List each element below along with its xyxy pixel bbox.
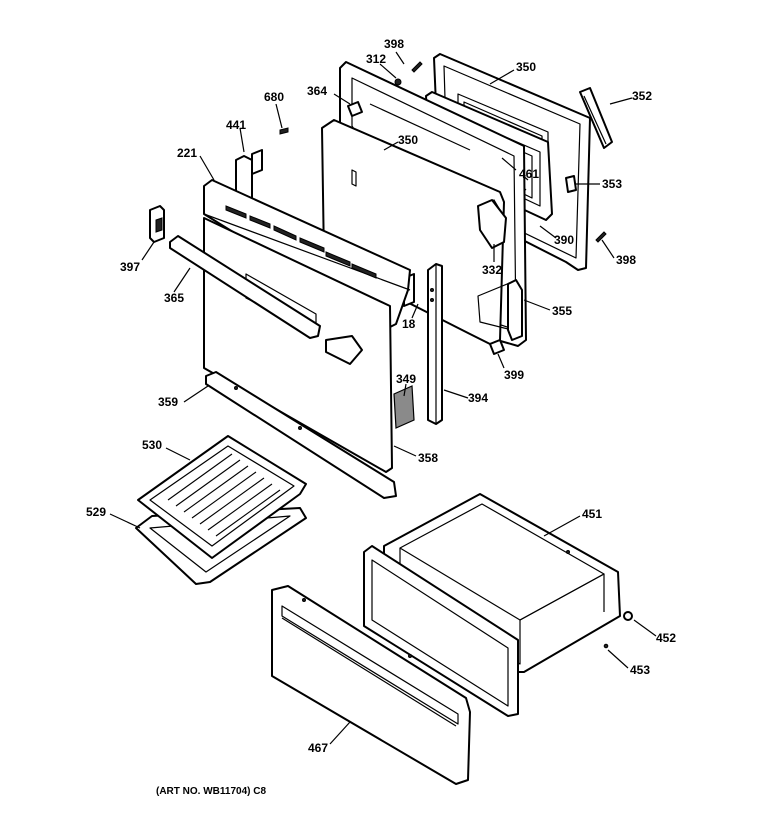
leader-lines xyxy=(109,51,657,745)
callout-312: 312 xyxy=(366,52,386,66)
callout-355: 355 xyxy=(552,304,572,318)
clip-452 xyxy=(623,611,633,621)
callout-364: 364 xyxy=(307,84,327,98)
clip-353 xyxy=(565,175,577,193)
callout-390: 390 xyxy=(554,233,574,247)
callout-350-outer: 350 xyxy=(516,60,536,74)
drawer-side-panel xyxy=(363,545,519,717)
callout-529: 529 xyxy=(86,505,106,519)
callout-221: 221 xyxy=(177,146,197,160)
art-number: (ART NO. WB11704) C8 xyxy=(156,786,266,797)
callout-352: 352 xyxy=(632,89,652,103)
callout-399: 399 xyxy=(504,368,524,382)
vent-slots xyxy=(225,205,377,279)
screw-312 xyxy=(394,78,402,86)
callout-398-right: 398 xyxy=(616,253,636,267)
callout-451: 451 xyxy=(582,507,602,521)
callout-359: 359 xyxy=(158,395,178,409)
callout-461: 461 xyxy=(519,167,539,181)
callout-453: 453 xyxy=(630,663,650,677)
door-handle-365 xyxy=(169,235,321,339)
gasket-352 xyxy=(579,87,613,149)
insulation-349 xyxy=(393,385,415,429)
door-hinge-397 xyxy=(149,205,165,243)
callout-397: 397 xyxy=(120,260,140,274)
broiler-grid-530 xyxy=(137,435,307,559)
clip-364 xyxy=(347,101,363,117)
drawer-front-467 xyxy=(271,585,471,785)
callout-530: 530 xyxy=(142,438,162,452)
callout-332: 332 xyxy=(482,263,502,277)
screw-680 xyxy=(279,127,289,135)
door-bottom-trim-359 xyxy=(205,371,397,499)
callout-467: 467 xyxy=(308,741,328,755)
door-hinge-channel-394 xyxy=(427,263,443,425)
screw-398-right xyxy=(595,231,607,243)
callout-680: 680 xyxy=(264,90,284,104)
hinge-355 xyxy=(507,279,523,341)
clip-399 xyxy=(489,339,505,355)
callout-441: 441 xyxy=(226,118,246,132)
callout-365: 365 xyxy=(164,291,184,305)
callout-18: 18 xyxy=(402,317,416,331)
bracket-332 xyxy=(477,199,507,249)
screw-453 xyxy=(603,643,609,649)
callout-358: 358 xyxy=(418,451,438,465)
grid-slots xyxy=(167,453,281,537)
callout-398-top: 398 xyxy=(384,37,404,51)
callout-394: 394 xyxy=(468,391,488,405)
callout-353: 353 xyxy=(602,177,622,191)
callout-labels: 398 312 350 352 680 364 441 350 221 461 … xyxy=(86,37,676,755)
callout-349: 349 xyxy=(396,372,416,386)
callout-350-inner: 350 xyxy=(398,133,418,147)
callout-452: 452 xyxy=(656,631,676,645)
screw-398-top xyxy=(411,61,423,73)
